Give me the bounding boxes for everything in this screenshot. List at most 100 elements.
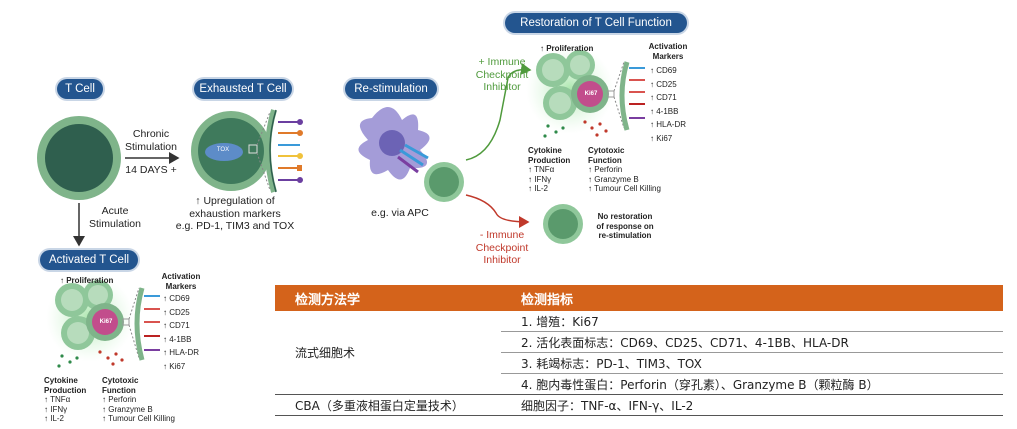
restored-markers-t1: Activation xyxy=(648,42,688,51)
restored-cytotox-item: ↑ Perforin xyxy=(588,165,623,174)
assay-table: 检测方法学 检测指标 流式细胞术 1. 增殖：Ki67 2. 活化表面标志：CD… xyxy=(275,285,1003,416)
activated-cyto: ↑ IFNγ xyxy=(44,404,68,414)
cba-text: CBA（多重液相蛋白定量技术） xyxy=(295,398,464,413)
acute-line2: Stimulation xyxy=(89,217,141,230)
flow-row-text: 4. 胞内毒性蛋白：Perforin（穿孔素）、Granzyme B（颗粒酶 B… xyxy=(521,377,879,392)
activated-markers-title: Activation Markers xyxy=(158,272,204,291)
tox-label: TOX xyxy=(216,147,230,153)
t-cell-title: T Cell xyxy=(57,79,103,99)
restored-cyto: ↑ TNFα xyxy=(528,165,555,174)
activated-cytotox-t1: Cytotoxic xyxy=(102,376,139,385)
minus-line1: - Immune xyxy=(479,229,525,241)
apc-icon xyxy=(358,106,464,202)
activated-cytokines: Cytokine Production ↑ TNFα ↑ IFNγ ↑ IL-2 xyxy=(44,376,94,424)
upreg-line3: e.g. PD-1, TIM3 and TOX xyxy=(175,220,295,232)
flow-row-cell: 1. 增殖：Ki67 xyxy=(501,311,1003,332)
no-rest-line3: re-stimulation xyxy=(598,231,652,240)
restored-markers-title: Activation Markers xyxy=(645,42,691,61)
activated-cyto: ↑ IL-2 xyxy=(44,414,65,423)
restoration-title: Restoration of T Cell Function xyxy=(505,13,687,33)
activated-marker: ↑ 4-1BB xyxy=(163,334,192,344)
restored-marker: ↑ HLA-DR xyxy=(650,120,687,129)
acute-line1: Acute xyxy=(101,205,129,217)
flow-cell: 流式细胞术 xyxy=(275,311,501,395)
activated-cyto-t2: Production xyxy=(44,385,87,395)
table-row: 2. 活化表面标志：CD69、CD25、CD71、4-1BB、HLA-DR xyxy=(275,331,1003,353)
green-arrow xyxy=(465,63,532,161)
activated-cytotox-item: ↑ Tumour Cell Killing xyxy=(102,414,175,423)
restored-proliferation: ↑ Proliferation xyxy=(540,44,594,53)
restored-cyto-t1: Cytokine xyxy=(528,146,562,155)
activated-cytotox-item: ↑ Perforin xyxy=(102,395,137,404)
naive-t-cell-icon xyxy=(37,116,121,200)
restored-cyto: ↑ IFNγ xyxy=(528,174,552,184)
table-header-row: 检测方法学 检测指标 xyxy=(275,285,1003,311)
flow-row-text: 1. 增殖：Ki67 xyxy=(521,314,599,329)
header-method-text: 检测方法学 xyxy=(295,292,361,308)
chronic-label: Chronic Stimulation xyxy=(118,128,184,153)
restored-marker: ↑ CD69 xyxy=(650,66,677,75)
minus-line2: Checkpoint xyxy=(475,241,529,254)
activated-cyto: ↑ TNFα xyxy=(44,395,71,404)
activated-cytotox: Cytotoxic Function ↑ Perforin ↑ Granzyme… xyxy=(102,376,194,424)
cba-row-text: 细胞因子：TNF-α、IFN-γ、IL-2 xyxy=(521,398,694,413)
flow-row-text: 2. 活化表面标志：CD69、CD25、CD71、4-1BB、HLA-DR xyxy=(521,335,849,350)
activated-markers-t2: Markers xyxy=(165,281,197,291)
header-index: 检测指标 xyxy=(501,285,1003,311)
restored-markers-t2: Markers xyxy=(652,51,684,61)
flow-row-cell: 4. 胞内毒性蛋白：Perforin（穿孔素）、Granzyme B（颗粒酶 B… xyxy=(501,373,1003,395)
no-rest-line2: of response on xyxy=(596,221,654,231)
flow-row-cell: 3. 耗竭标志：PD-1、TIM3、TOX xyxy=(501,352,1003,374)
restim-title: Re-stimulation xyxy=(345,79,437,99)
header-index-text: 检测指标 xyxy=(521,292,574,308)
plus-inhibitor-label: + Immune Checkpoint Inhibitor xyxy=(470,56,534,94)
activated-marker: ↑ CD71 xyxy=(163,321,190,330)
restored-cytotox-t2: Function xyxy=(588,155,622,165)
cba-row-cell: 细胞因子：TNF-α、IFN-γ、IL-2 xyxy=(501,394,1003,416)
via-apc-label: e.g. via APC xyxy=(371,207,429,219)
flow-row-cell: 2. 活化表面标志：CD69、CD25、CD71、4-1BB、HLA-DR xyxy=(501,331,1003,353)
restored-cytotox-item: ↑ Tumour Cell Killing xyxy=(588,184,661,193)
chronic-line2: Stimulation xyxy=(125,140,177,153)
restored-marker: ↑ 4-1BB xyxy=(650,106,679,116)
days-label: 14 DAYS + xyxy=(125,164,177,176)
restored-marker: ↑ Ki67 xyxy=(650,133,673,143)
activated-cyto-t1: Cytokine xyxy=(44,376,78,385)
restored-markers-list: ↑ CD69 ↑ CD25 ↑ CD71 ↑ 4-1BB ↑ HLA-DR ↑ … xyxy=(650,64,698,145)
chronic-line1: Chronic xyxy=(132,128,170,140)
exhausted-t-cell-icon xyxy=(191,109,303,193)
restored-cytotox: Cytotoxic Function ↑ Perforin ↑ Granzyme… xyxy=(588,146,678,194)
no-restoration-label: No restoration of response on re-stimula… xyxy=(590,212,660,241)
activated-marker: ↑ Ki67 xyxy=(163,361,186,371)
activated-markers-list: ↑ CD69 ↑ CD25 ↑ CD71 ↑ 4-1BB ↑ HLA-DR ↑ … xyxy=(163,292,211,373)
activated-cytotox-item: ↑ Granzyme B xyxy=(102,404,153,414)
upregulation-label: ↑ Upregulation of exhaustion markers e.g… xyxy=(170,195,300,233)
flow-text: 流式细胞术 xyxy=(295,346,356,360)
red-arrow xyxy=(465,194,530,228)
activated-markers-t1: Activation xyxy=(161,272,201,281)
minus-inhibitor-label: - Immune Checkpoint Inhibitor xyxy=(470,229,534,267)
plus-line3: Inhibitor xyxy=(483,81,521,93)
activated-marker: ↑ CD69 xyxy=(163,294,190,303)
activated-cytotox-t2: Function xyxy=(102,385,136,395)
restored-ki67-tag: Ki67 xyxy=(584,91,598,97)
restored-t-cells-icon xyxy=(526,46,645,138)
restored-marker: ↑ CD25 xyxy=(650,79,677,89)
table-row: 3. 耗竭标志：PD-1、TIM3、TOX xyxy=(275,352,1003,374)
upreg-line1: ↑ Upregulation of xyxy=(195,195,275,207)
activated-proliferation: ↑ Proliferation xyxy=(60,276,114,285)
header-method: 检测方法学 xyxy=(275,285,501,311)
cba-cell: CBA（多重液相蛋白定量技术） xyxy=(275,394,501,416)
no-rest-line1: No restoration xyxy=(597,212,653,221)
restored-cyto-t2: Production xyxy=(528,155,571,165)
plus-line2: Checkpoint xyxy=(475,68,529,81)
activated-marker: ↑ CD25 xyxy=(163,307,190,317)
activated-marker: ↑ HLA-DR xyxy=(163,348,200,357)
minus-line3: Inhibitor xyxy=(483,254,521,266)
restored-cyto: ↑ IL-2 xyxy=(528,184,549,193)
table-row: 4. 胞内毒性蛋白：Perforin（穿孔素）、Granzyme B（颗粒酶 B… xyxy=(275,373,1003,395)
no-restoration-cell-icon xyxy=(543,204,583,244)
upreg-line2: exhaustion markers xyxy=(189,207,281,220)
table-row: 流式细胞术 1. 增殖：Ki67 xyxy=(275,311,1003,395)
